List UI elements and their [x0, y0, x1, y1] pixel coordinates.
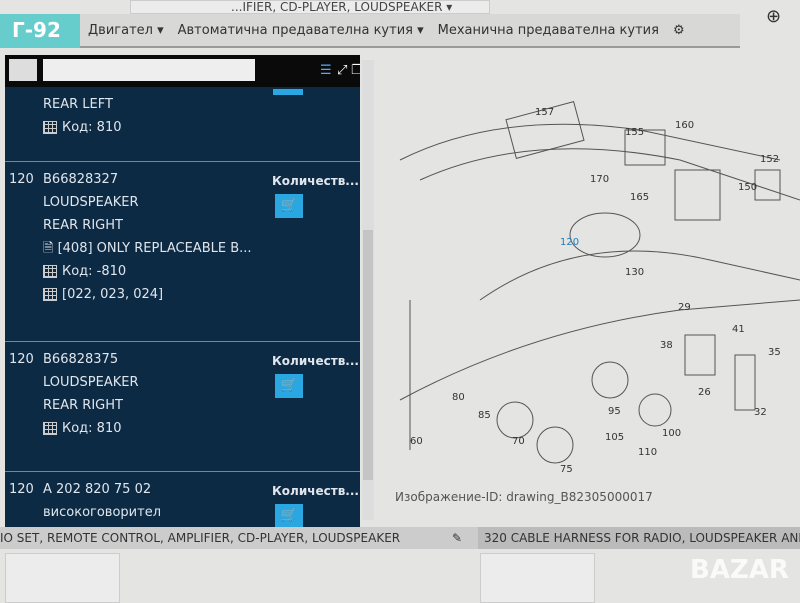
part-code: Код: 810	[62, 421, 122, 436]
code-grid-icon	[43, 265, 57, 278]
part-item[interactable]: 120 B66828327 LOUDSPEAKER REAR RIGHT 🗎 [4…	[5, 162, 360, 342]
callout-95[interactable]: 95	[608, 406, 621, 417]
quantity-label: Количеств...	[272, 484, 359, 498]
callout-80[interactable]: 80	[452, 392, 465, 403]
part-number: B66828327	[43, 172, 119, 187]
part-item[interactable]: 120 B66828375 LOUDSPEAKER REAR RIGHT Код:…	[5, 342, 360, 472]
zoom-icon[interactable]: ⊕	[766, 6, 782, 27]
overlay-label: Г-92	[0, 14, 80, 48]
part-position-desc: REAR LEFT	[43, 97, 113, 112]
filter-input[interactable]	[43, 59, 255, 81]
callout-160[interactable]: 160	[675, 120, 694, 131]
callout-41[interactable]: 41	[732, 324, 745, 335]
part-position: 120	[9, 352, 34, 367]
tab-audio-set[interactable]: IO SET, REMOTE CONTROL, AMPLIFIER, CD-PL…	[0, 531, 401, 545]
diagram-thumbnail[interactable]	[480, 553, 595, 603]
diagram-tabs: IO SET, REMOTE CONTROL, AMPLIFIER, CD-PL…	[0, 527, 800, 549]
parts-list-panel: ☰ ⤢ ❐ REAR LEFT Код: 810 120 B66828327 LO…	[5, 55, 360, 527]
scrollbar[interactable]	[362, 60, 374, 520]
cart-button[interactable]	[273, 89, 303, 95]
part-position-desc: REAR RIGHT	[43, 218, 123, 233]
part-position: 120	[9, 482, 34, 497]
quantity-label: Количеств...	[272, 174, 359, 188]
callout-120[interactable]: 120	[560, 237, 579, 248]
tab-cable-harness[interactable]: 320 CABLE HARNESS FOR RADIO, LOUDSPEAKER…	[478, 527, 800, 549]
callout-26[interactable]: 26	[698, 387, 711, 398]
callout-157[interactable]: 157	[535, 107, 554, 118]
note-icon: 🗎	[43, 241, 58, 256]
callout-35[interactable]: 35	[768, 347, 781, 358]
quantity-label: Количеств...	[272, 354, 359, 368]
copy-icon[interactable]: ❐	[351, 63, 360, 78]
select-all-checkbox[interactable]	[9, 59, 37, 81]
callout-75[interactable]: 75	[560, 464, 573, 475]
image-id: Изображение-ID: drawing_B82305000017	[395, 490, 653, 504]
cart-button[interactable]: 🛒	[275, 374, 303, 398]
nav-automatic-transmission[interactable]: Автоматична предавателна кутия ▾	[177, 22, 424, 38]
cart-icon: 🛒	[280, 508, 298, 523]
code-grid-icon	[43, 121, 57, 134]
part-code: Код: 810	[62, 120, 122, 135]
part-number: A 202 820 75 02	[43, 482, 152, 497]
cart-button[interactable]: 🛒	[275, 194, 303, 218]
expand-icon[interactable]: ⤢	[337, 63, 348, 78]
scrollbar-thumb[interactable]	[363, 230, 373, 480]
code-grid-icon	[43, 422, 57, 435]
watermark-logo: BAZAR	[690, 555, 789, 585]
part-name: LOUDSPEAKER	[43, 375, 139, 390]
callout-130[interactable]: 130	[625, 267, 644, 278]
callout-85[interactable]: 85	[478, 410, 491, 421]
category-nav: Двигател ▾ Автоматична предавателна кути…	[0, 14, 740, 48]
cart-button[interactable]: 🛒	[275, 504, 303, 527]
callout-70[interactable]: 70	[512, 436, 525, 447]
edit-icon[interactable]: ✎	[452, 531, 463, 545]
part-name: LOUDSPEAKER	[43, 195, 139, 210]
part-number: B66828375	[43, 352, 119, 367]
callout-152[interactable]: 152	[760, 154, 779, 165]
callout-38[interactable]: 38	[660, 340, 673, 351]
callout-100[interactable]: 100	[662, 428, 681, 439]
part-position-desc: REAR RIGHT	[43, 398, 123, 413]
part-code: Код: -810	[62, 264, 127, 279]
nav-engine[interactable]: Двигател ▾	[88, 22, 164, 38]
code-grid-icon	[43, 288, 57, 301]
callout-32[interactable]: 32	[754, 407, 767, 418]
callout-170[interactable]: 170	[590, 174, 609, 185]
cart-icon: 🛒	[280, 378, 298, 393]
part-position: 120	[9, 172, 34, 187]
part-name: високоговорител	[43, 505, 161, 520]
diagram-thumbnail[interactable]	[5, 553, 120, 603]
callout-110[interactable]: 110	[638, 447, 657, 458]
model-selector[interactable]: ...IFIER, CD-PLAYER, LOUDSPEAKER ▾	[130, 0, 490, 14]
callout-155[interactable]: 155	[625, 127, 644, 138]
cart-icon: 🛒	[280, 198, 298, 213]
callout-150[interactable]: 150	[738, 182, 757, 193]
callout-60[interactable]: 60	[410, 436, 423, 447]
roof-line	[399, 123, 781, 161]
callout-165[interactable]: 165	[630, 192, 649, 203]
list-view-icon[interactable]: ☰	[320, 63, 332, 78]
part-code: [022, 023, 024]	[62, 287, 164, 302]
callout-29[interactable]: 29	[678, 302, 691, 313]
callout-105[interactable]: 105	[605, 432, 624, 443]
part-item[interactable]: REAR LEFT Код: 810	[5, 87, 360, 162]
settings-icon[interactable]: ⚙	[672, 22, 685, 38]
parts-diagram[interactable]: 157 155 160 152 170 165 150 120 130 29 41 35 38 26 80 8…	[380, 70, 800, 480]
part-note[interactable]: [408] ONLY REPLACEABLE B...	[57, 241, 252, 256]
part-item[interactable]: 120 A 202 820 75 02 високоговорител Колич…	[5, 472, 360, 527]
nav-manual-transmission[interactable]: Механична предавателна кутия	[437, 22, 659, 38]
